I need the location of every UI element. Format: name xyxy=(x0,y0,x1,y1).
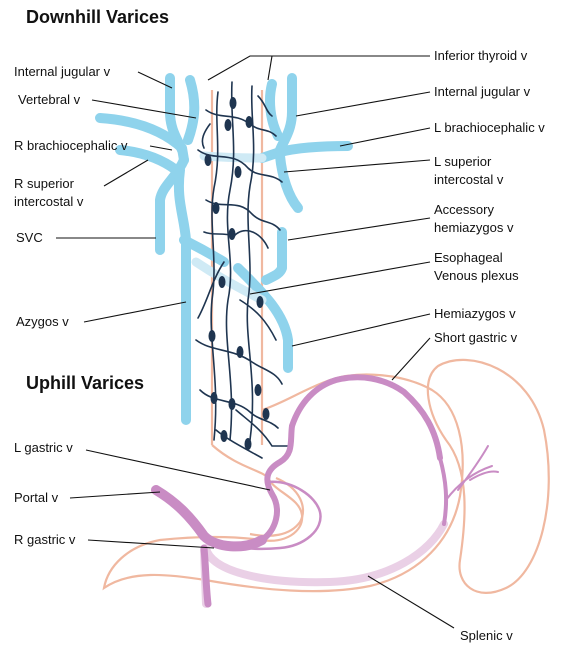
varix xyxy=(229,398,236,410)
leader-l-gastric xyxy=(86,450,270,490)
label-internal-jugular-r: Internal jugular v xyxy=(14,64,111,79)
leader-inferior-thyroid xyxy=(208,56,430,80)
label-r-superior-intercostal-1: R superior xyxy=(14,176,75,191)
short-gastric-down xyxy=(440,458,446,524)
varix xyxy=(246,116,253,128)
varix xyxy=(235,166,242,178)
label-l-superior-intercostal-1: L superior xyxy=(434,154,492,169)
label-esophageal-plexus-1: Esophageal xyxy=(434,250,503,265)
label-accessory-hemiazygos-2: hemiazygos v xyxy=(434,220,514,235)
label-splenic: Splenic v xyxy=(460,628,513,643)
portal-to-mesenteric xyxy=(204,548,208,604)
label-l-gastric: L gastric v xyxy=(14,440,73,455)
splenic-vein xyxy=(206,524,444,582)
varix xyxy=(225,119,232,131)
leader-l-brachiocephalic xyxy=(340,128,430,146)
varix xyxy=(213,202,220,214)
accessory-hemiazygos-vein xyxy=(266,232,282,280)
l-external-jugular-vein xyxy=(270,84,278,136)
leader-l-superior-intercostal xyxy=(284,160,430,172)
label-short-gastric: Short gastric v xyxy=(434,330,518,345)
varix xyxy=(230,97,237,109)
varix xyxy=(257,296,264,308)
heading-uphill-varices: Uphill Varices xyxy=(26,373,144,393)
varix xyxy=(237,346,244,358)
label-inferior-thyroid: Inferior thyroid v xyxy=(434,48,528,63)
l-brachiocephalic-vein xyxy=(262,146,348,158)
varix xyxy=(211,392,218,404)
label-r-brachiocephalic: R brachiocephalic v xyxy=(14,138,128,153)
heading-downhill-varices: Downhill Varices xyxy=(26,7,169,27)
varix xyxy=(205,154,212,166)
label-internal-jugular-l: Internal jugular v xyxy=(434,84,531,99)
leader-accessory-hemiazygos xyxy=(288,218,430,240)
leader-splenic xyxy=(368,576,454,628)
label-accessory-hemiazygos-1: Accessory xyxy=(434,202,494,217)
label-r-gastric: R gastric v xyxy=(14,532,76,547)
leader-hemiazygos xyxy=(292,314,430,346)
varix xyxy=(229,228,236,240)
label-vertebral: Vertebral v xyxy=(18,92,81,107)
label-esophageal-plexus-2: Venous plexus xyxy=(434,268,519,283)
label-svc: SVC xyxy=(16,230,43,245)
portal-system xyxy=(156,377,498,604)
r-external-jugular-vein xyxy=(188,80,194,140)
azygos-vein xyxy=(179,170,186,420)
label-portal: Portal v xyxy=(14,490,59,505)
varix xyxy=(255,384,262,396)
varix xyxy=(263,408,270,420)
varix xyxy=(221,430,228,442)
short-gastric-arc xyxy=(292,377,440,458)
varix xyxy=(245,438,252,450)
leader-azygos xyxy=(84,302,186,322)
label-r-superior-intercostal-2: intercostal v xyxy=(14,194,84,209)
leader-inferior-thyroid-2 xyxy=(268,56,272,80)
label-l-superior-intercostal-2: intercostal v xyxy=(434,172,504,187)
varix xyxy=(219,276,226,288)
leader-internal-jugular-l xyxy=(296,92,430,116)
leader-r-superior-intercostal xyxy=(104,160,148,186)
systemic-veins xyxy=(100,78,348,420)
label-hemiazygos: Hemiazygos v xyxy=(434,306,516,321)
leader-short-gastric xyxy=(392,338,430,380)
label-l-brachiocephalic: L brachiocephalic v xyxy=(434,120,545,135)
label-azygos: Azygos v xyxy=(16,314,69,329)
varix xyxy=(209,330,216,342)
leader-portal xyxy=(70,492,160,498)
leader-r-brachiocephalic xyxy=(150,146,172,150)
